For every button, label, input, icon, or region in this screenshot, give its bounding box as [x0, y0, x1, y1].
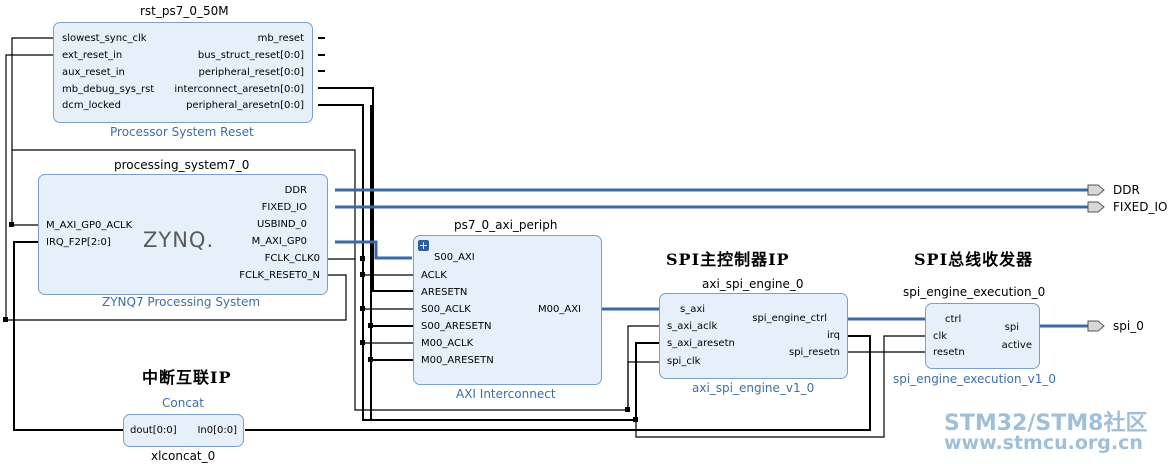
- rst-block-subtitle: Processor System Reset: [110, 125, 254, 139]
- axi-block-title: ps7_0_axi_periph: [454, 218, 558, 232]
- wire-fclk-clk0: [11, 37, 356, 260]
- concat-block-title: Concat: [162, 396, 204, 410]
- wire-irq-f2p: [13, 241, 123, 431]
- spi-exec-block-title: spi_engine_execution_0: [903, 285, 1046, 299]
- axi-in-port: M00_ARESETN: [421, 355, 494, 366]
- spi-exec-block-subtitle: spi_engine_execution_v1_0: [893, 372, 1056, 386]
- ps7-out-port: FCLK_RESET0_N: [239, 270, 320, 281]
- rst-out-port: mb_reset: [257, 33, 304, 44]
- rst-in-port: aux_reset_in: [62, 67, 125, 78]
- axi-in-port: M00_ACLK: [421, 338, 474, 349]
- annotation-spi-bus: SPI总线收发器: [914, 250, 1034, 269]
- ps7-out-port: USBIND_0: [256, 219, 307, 230]
- spi-exec-out-port: active: [1001, 340, 1032, 351]
- ps7-out-port: DDR: [284, 185, 307, 196]
- spi-exec-block[interactable]: ctrl clk resetn spi active: [925, 303, 1040, 369]
- bus-m-axi-gp0: [335, 240, 412, 260]
- spi-exec-in-port: resetn: [933, 347, 965, 358]
- ext-port-fixed-io-shape: [1087, 201, 1105, 213]
- spi-engine-in-port: spi_clk: [667, 356, 701, 367]
- annotation-spi-master: SPI主控制器IP: [666, 250, 790, 269]
- spi-exec-in-port: ctrl: [945, 314, 962, 325]
- ps7-out-port: FIXED_IO: [261, 202, 307, 213]
- axi-out-port: M00_AXI: [538, 304, 581, 315]
- rst-in-port: mb_debug_sys_rst: [62, 84, 155, 95]
- ps7-block-subtitle: ZYNQ7 Processing System: [102, 295, 261, 309]
- axi-interconnect-block[interactable]: + S00_AXI ACLK ARESETN S00_ACLK S00_ARES…: [413, 235, 602, 385]
- axi-in-port: ACLK: [421, 270, 447, 281]
- wire-clk-to-ps-aclk: [11, 150, 38, 226]
- spi-engine-in-port: s_axi: [680, 304, 706, 315]
- ext-port-ddr-shape: [1087, 184, 1105, 196]
- concat-port: In0[0:0]: [197, 425, 237, 436]
- spi-engine-block-subtitle: axi_spi_engine_v1_0: [692, 381, 815, 395]
- ps7-out-port: FCLK_CLK0: [264, 253, 320, 264]
- rst-in-port: slowest_sync_clk: [62, 33, 147, 44]
- wire-irq: [245, 335, 871, 431]
- spi-engine-block-title: axi_spi_engine_0: [702, 277, 804, 291]
- ps7-out-port: M_AXI_GP0: [251, 236, 307, 247]
- axi-block-subtitle: AXI Interconnect: [456, 387, 556, 401]
- ps7-in-port: M_AXI_GP0_ACLK: [46, 220, 133, 231]
- ps7-block-title: processing_system7_0: [114, 158, 250, 172]
- concat-port: dout[0:0]: [130, 425, 177, 436]
- spi-engine-out-port: spi_engine_ctrl: [752, 313, 827, 324]
- concat-block[interactable]: dout[0:0] In0[0:0]: [123, 414, 244, 447]
- ext-port-ddr[interactable]: DDR: [1113, 183, 1140, 197]
- wire-clk-clk: [635, 335, 926, 438]
- rst-out-port: interconnect_aresetn[0:0]: [174, 84, 304, 95]
- annotation-interrupt: 中断互联IP: [142, 368, 232, 387]
- rst-in-port: dcm_locked: [62, 100, 121, 111]
- ps7-in-port: IRQ_F2P[2:0]: [46, 237, 111, 248]
- spi-engine-out-port: irq: [826, 330, 840, 341]
- watermark-line2: www.stmcu.org.cn: [944, 432, 1143, 454]
- zynq-logo: ZYNQ.: [143, 228, 215, 252]
- axi-in-port: S00_AXI: [434, 252, 475, 263]
- rst-block[interactable]: slowest_sync_clk ext_reset_in aux_reset_…: [53, 22, 313, 123]
- spi-engine-in-port: s_axi_aclk: [667, 321, 718, 332]
- ext-port-spi0[interactable]: spi_0: [1113, 319, 1144, 333]
- rst-out-port: bus_struct_reset[0:0]: [197, 50, 304, 61]
- wire-peripheral-aresetn: [318, 104, 660, 421]
- rst-out-port: peripheral_aresetn[0:0]: [186, 100, 304, 111]
- spi-exec-in-port: clk: [933, 331, 948, 342]
- ext-port-spi0-shape: [1087, 320, 1105, 332]
- expand-icon[interactable]: +: [418, 239, 429, 252]
- rst-in-port: ext_reset_in: [62, 50, 123, 61]
- spi-engine-in-port: s_axi_aresetn: [667, 338, 735, 349]
- wire-clk-spi-aclk: [627, 325, 660, 410]
- axi-in-port: S00_ACLK: [421, 304, 471, 315]
- watermark-line1: STM32/STM8社区: [944, 411, 1148, 436]
- axi-in-port: ARESETN: [421, 287, 468, 298]
- rst-out-port: peripheral_reset[0:0]: [198, 67, 304, 78]
- ext-port-fixed-io[interactable]: FIXED_IO: [1113, 200, 1168, 214]
- spi-engine-out-port: spi_resetn: [788, 347, 840, 358]
- ps7-block[interactable]: M_AXI_GP0_ACLK IRQ_F2P[2:0] ZYNQ. DDR FI…: [38, 174, 328, 295]
- concat-block-subtitle: xlconcat_0: [151, 449, 216, 463]
- wire-fclk-reset: [5, 54, 347, 321]
- spi-exec-out-port: spi: [1004, 322, 1019, 333]
- rst-block-title: rst_ps7_0_50M: [140, 4, 229, 18]
- axi-in-port: S00_ARESETN: [421, 321, 492, 332]
- spi-engine-block[interactable]: s_axi s_axi_aclk s_axi_aresetn spi_clk s…: [659, 293, 848, 379]
